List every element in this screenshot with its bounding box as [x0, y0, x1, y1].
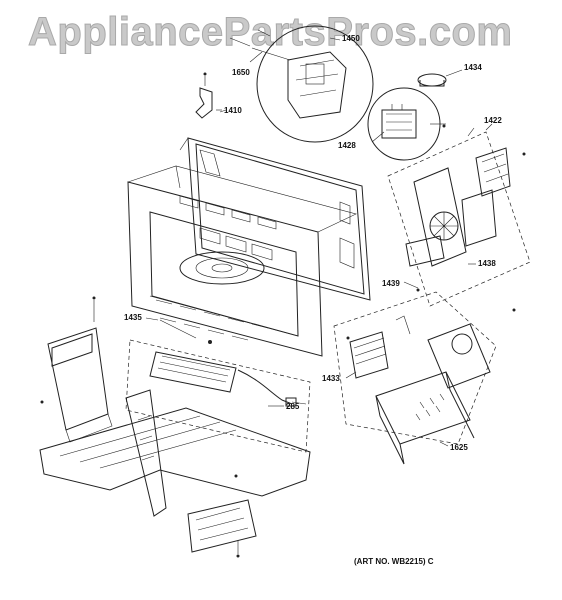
- outer-cabinet: [179, 137, 371, 301]
- callout-1438: 1438: [478, 259, 496, 268]
- callout-1428: 1428: [338, 141, 356, 150]
- callout-1439: 1439: [382, 279, 400, 288]
- fan-motor-1428: [367, 87, 446, 161]
- callout-1650: 1650: [232, 68, 250, 77]
- callout-leaders: [145, 109, 476, 447]
- callout-1435: 1435: [124, 313, 142, 322]
- detail-circle-top: [229, 25, 374, 143]
- oven-cavity: [127, 165, 357, 357]
- callout-1422: 1422: [484, 116, 502, 125]
- side-bracket-left: [40, 296, 113, 443]
- bracket-1410: [195, 72, 222, 119]
- vent-tray-1435: [125, 319, 311, 453]
- callout-1434: 1434: [464, 63, 482, 72]
- callout-1450: 1450: [342, 34, 360, 43]
- callout-1625: 1625: [450, 443, 468, 452]
- leader-1450: [329, 37, 341, 41]
- transformer-assembly-1625: [333, 288, 516, 465]
- callout-1433: 1433: [322, 374, 340, 383]
- callout-285: 285: [286, 402, 300, 411]
- callout-1410: 1410: [224, 106, 242, 115]
- art-number: (ART NO. WB2215) C: [354, 557, 434, 566]
- thermostat-1434: [417, 69, 463, 87]
- base-pan: [39, 389, 311, 558]
- leader-1650: [249, 51, 263, 63]
- fan-assembly-1422: [387, 123, 531, 307]
